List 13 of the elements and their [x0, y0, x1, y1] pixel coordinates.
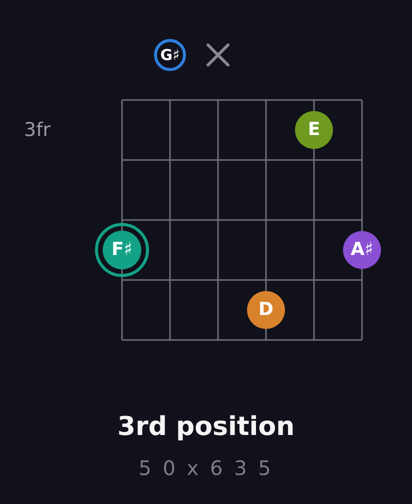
note-dot	[295, 111, 333, 149]
open-string-ring	[154, 39, 186, 71]
fret-number: 3fr	[24, 121, 51, 140]
note-dot	[343, 231, 381, 269]
note-name: A♯	[350, 241, 374, 259]
note-name: F♯	[111, 241, 132, 259]
note-name: D	[258, 301, 274, 319]
note-dot	[247, 291, 285, 329]
root-note-dot	[95, 223, 149, 277]
fingering-text: 5 0 x 6 3 5	[138, 458, 274, 478]
note-name: G♯	[160, 48, 180, 62]
chord-position-title: 3rd position	[116, 414, 296, 440]
note-name: E	[308, 121, 320, 139]
